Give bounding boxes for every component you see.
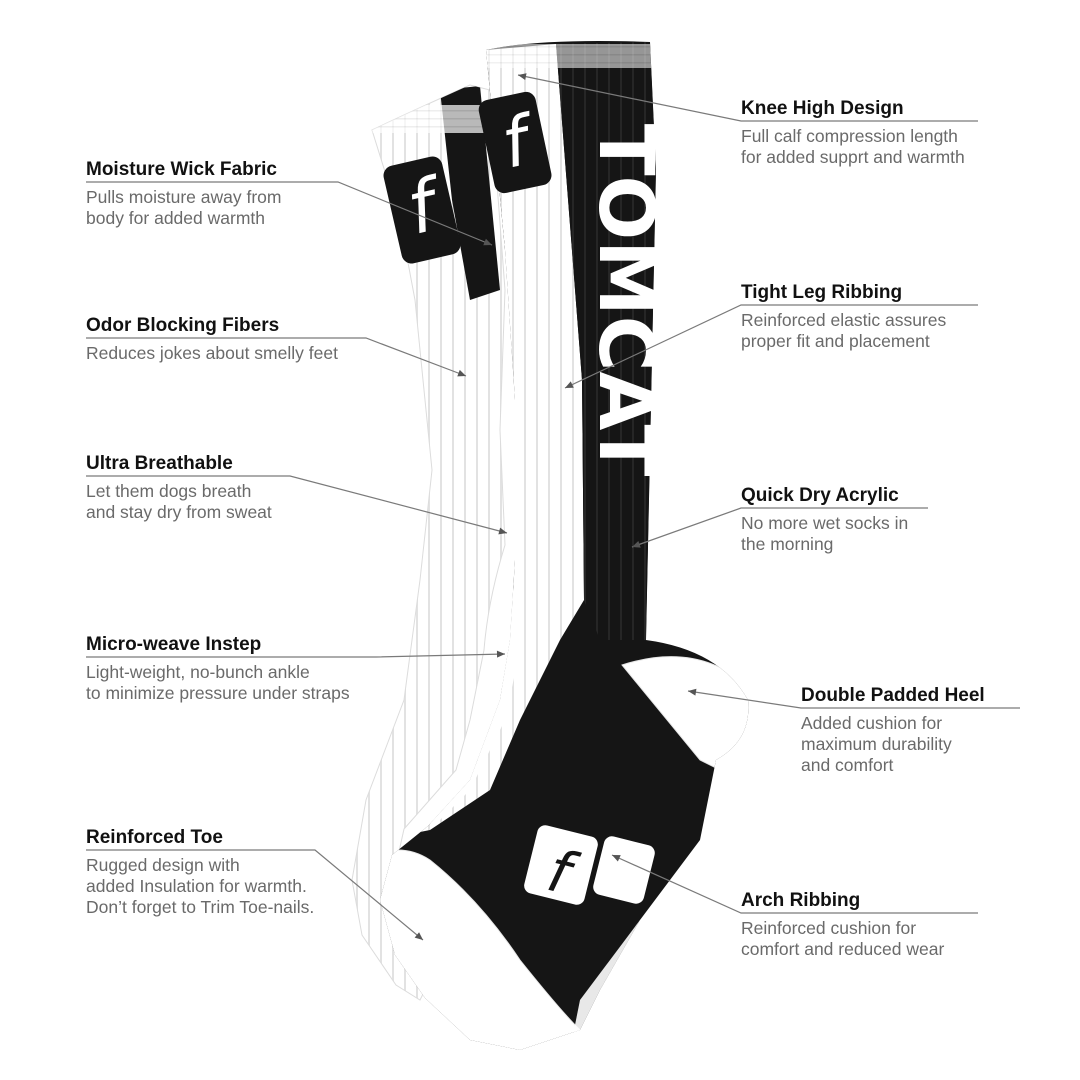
- callout-desc: Light-weight, no-bunch ankle to minimize…: [86, 662, 350, 703]
- callout-micro-weave-instep: Micro-weave Instep Light-weight, no-bunc…: [86, 634, 350, 704]
- callout-desc: Reduces jokes about smelly feet: [86, 343, 338, 363]
- callout-desc: Pulls moisture away from body for added …: [86, 187, 282, 228]
- callout-title: Double Padded Heel: [801, 685, 985, 706]
- leader-arrowhead: [632, 541, 641, 548]
- back-logo-patch: [383, 156, 461, 264]
- leader-line-reinforced-toe: [86, 849, 424, 941]
- callout-ultra-breathable: Ultra Breathable Let them dogs breath an…: [86, 453, 272, 523]
- arch-logo-patch-2: [593, 836, 655, 904]
- callout-desc: Added cushion for maximum durability and…: [801, 713, 952, 775]
- leader-line-quick-dry-acrylic: [631, 507, 928, 548]
- callout-desc: Reinforced elastic assures proper fit an…: [741, 310, 947, 351]
- callout-title: Odor Blocking Fibers: [86, 315, 280, 336]
- callout-arch-ribbing: Arch Ribbing Reinforced cushion for comf…: [741, 890, 944, 960]
- callout-title: Moisture Wick Fabric: [86, 159, 277, 180]
- leader-lines: [86, 73, 1020, 941]
- callout-knee-high-design: Knee High Design Full calf compression l…: [741, 98, 965, 168]
- leader-arrowhead: [496, 650, 505, 658]
- callout-double-padded-heel: Double Padded Heel Added cushion for max…: [801, 685, 985, 776]
- back-sock: f: [351, 84, 506, 1001]
- callout-title: Ultra Breathable: [86, 453, 233, 474]
- callout-title: Arch Ribbing: [741, 890, 861, 911]
- leader-arrowhead: [457, 369, 466, 377]
- front-logo-patch: [478, 91, 552, 194]
- leader-arrowhead: [518, 73, 527, 81]
- leader-arrowhead: [414, 932, 423, 940]
- leader-arrowhead: [498, 527, 507, 535]
- callout-odor-blocking-fibers: Odor Blocking Fibers Reduces jokes about…: [86, 315, 338, 364]
- leader-line-double-padded-heel: [687, 690, 1020, 709]
- leader-line-arch-ribbing: [611, 854, 978, 914]
- leader-line-knee-high-design: [517, 74, 978, 122]
- callout-desc: Full calf compression length for added s…: [741, 126, 965, 167]
- arch-logo-patch: [524, 825, 598, 905]
- callout-title: Micro-weave Instep: [86, 634, 262, 655]
- leader-line-micro-weave-instep: [86, 653, 506, 658]
- leader-arrowhead: [483, 238, 492, 246]
- leader-line-moisture-wick-fabric: [86, 181, 493, 246]
- leader-line-odor-blocking-fibers: [86, 337, 467, 377]
- leader-arrowhead: [688, 688, 697, 696]
- callout-quick-dry-acrylic: Quick Dry Acrylic No more wet socks in t…: [741, 485, 908, 555]
- callout-desc: Reinforced cushion for comfort and reduc…: [741, 918, 945, 959]
- callout-title: Reinforced Toe: [86, 827, 223, 848]
- callout-title: Knee High Design: [741, 98, 904, 119]
- leader-line-ultra-breathable: [86, 475, 508, 534]
- leader-line-tight-leg-ribbing: [564, 304, 978, 389]
- leader-arrowhead: [565, 381, 574, 388]
- callout-desc: Let them dogs breath and stay dry from s…: [86, 481, 272, 522]
- callout-desc: No more wet socks in the morning: [741, 513, 909, 554]
- callout-desc: Rugged design with added Insulation for …: [86, 855, 315, 917]
- callout-tight-leg-ribbing: Tight Leg Ribbing Reinforced elastic ass…: [741, 282, 946, 352]
- leader-arrowhead: [612, 855, 621, 862]
- callout-title: Quick Dry Acrylic: [741, 485, 899, 506]
- leg-brand-word: TOMCAT: [582, 124, 671, 477]
- callout-reinforced-toe: Reinforced Toe Rugged design with added …: [86, 827, 314, 918]
- callout-title: Tight Leg Ribbing: [741, 282, 903, 303]
- callout-moisture-wick-fabric: Moisture Wick Fabric Pulls moisture away…: [86, 159, 281, 229]
